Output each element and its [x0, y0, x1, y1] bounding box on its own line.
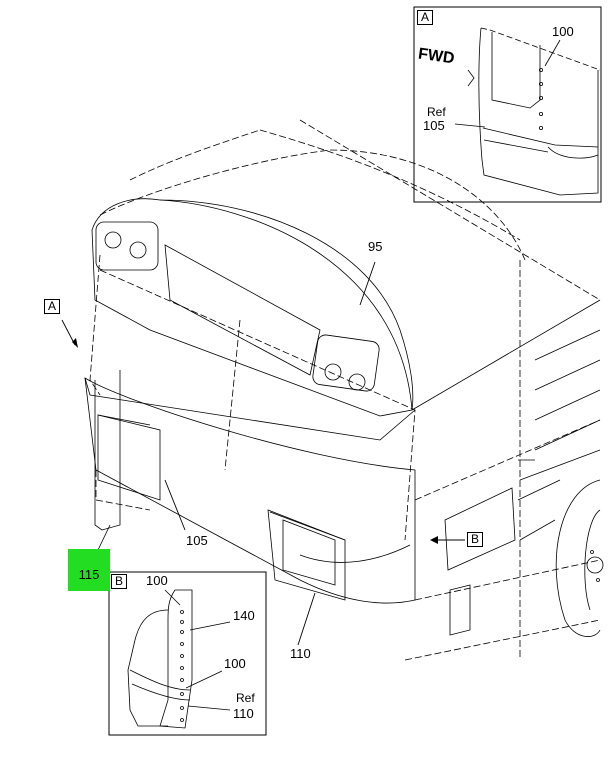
inset-a-part-105: 105 — [423, 118, 445, 133]
inset-a-tag: A — [417, 10, 433, 25]
inset-b-part-100-mid: 100 — [224, 656, 246, 671]
inset-a-part-100: 100 — [552, 24, 574, 39]
arrow-a — [72, 338, 78, 348]
inset-a-ref: Ref — [427, 105, 446, 119]
part-115-label: 115 — [78, 567, 100, 582]
inset-b-ref: Ref — [236, 691, 255, 705]
inset-a-frame — [413, 6, 602, 203]
view-b-marker: B — [467, 532, 483, 547]
leader-lines — [61, 261, 465, 646]
part-110-label: 110 — [290, 646, 311, 661]
inset-b-tag: B — [111, 574, 127, 589]
arrow-b — [430, 536, 438, 544]
inset-b-drawing — [127, 589, 231, 729]
view-a-marker: A — [44, 299, 60, 314]
part-115-callout[interactable]: 115 — [68, 549, 110, 591]
inset-b-part-140: 140 — [233, 608, 255, 623]
part-95-label: 95 — [368, 239, 383, 254]
part-105-label: 105 — [186, 533, 208, 548]
inset-b-part-110: 110 — [233, 706, 254, 721]
inset-b-part-100-top: 100 — [146, 573, 168, 588]
inset-b-frame — [108, 571, 267, 736]
bus-body-drawing — [84, 119, 604, 661]
inset-a-drawing — [454, 27, 601, 196]
